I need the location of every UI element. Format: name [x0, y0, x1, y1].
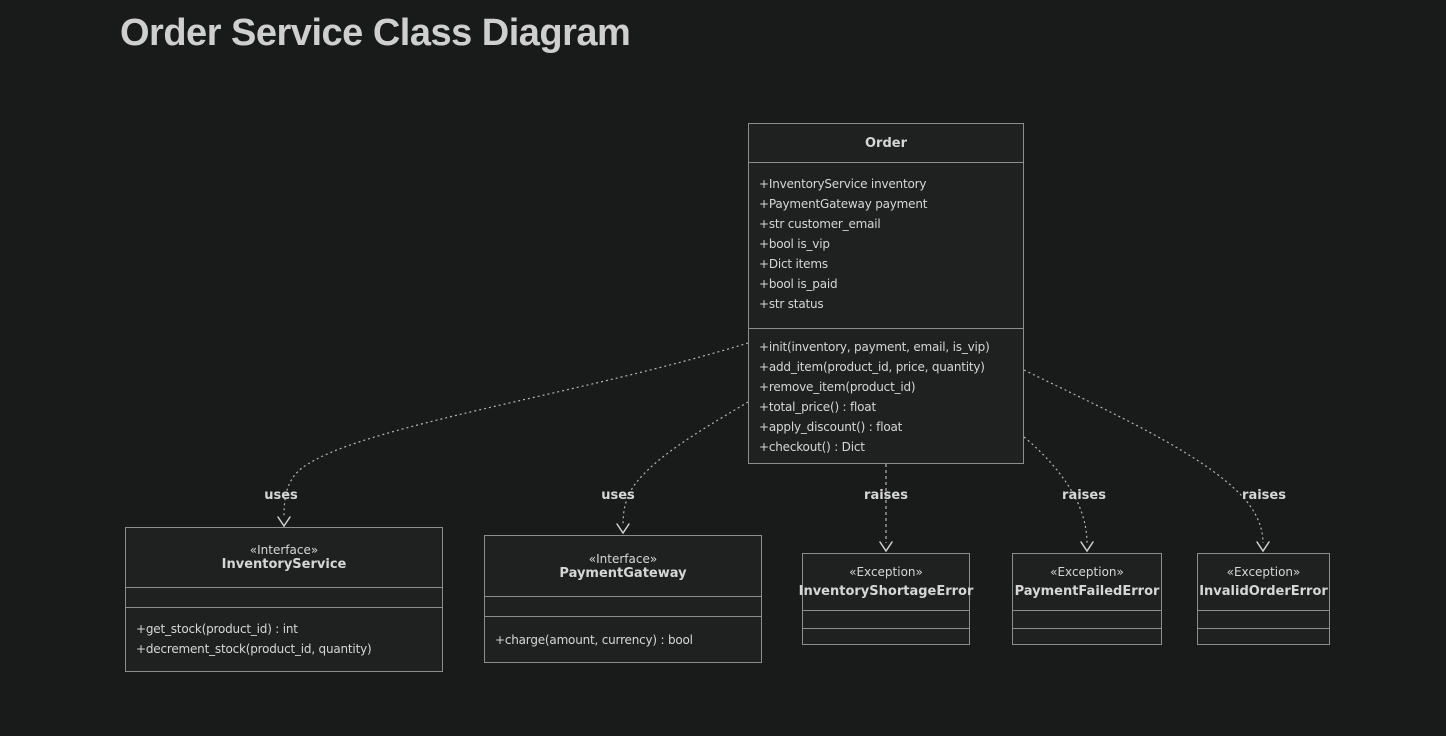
- edge-raises-invalid-order: [1023, 369, 1264, 544]
- method: +add_item(product_id, price, quantity): [759, 360, 985, 374]
- method: +total_price() : float: [759, 400, 876, 414]
- class-node-payment-gateway: «Interface» PaymentGateway +charge(amoun…: [484, 535, 762, 663]
- edge-label-uses-payment-gateway: uses: [601, 488, 635, 503]
- edge-raises-payment-failed: [1023, 436, 1088, 544]
- method: +remove_item(product_id): [759, 380, 916, 394]
- attribute: +bool is_vip: [759, 237, 830, 251]
- attribute: +bool is_paid: [759, 277, 838, 291]
- stereotype-label: «Interface»: [249, 543, 319, 557]
- class-name: InventoryService: [221, 557, 347, 572]
- method: +decrement_stock(product_id, quantity): [136, 642, 372, 656]
- class-name: PaymentFailedError: [1014, 584, 1160, 599]
- method: +init(inventory, payment, email, is_vip): [759, 340, 990, 354]
- attribute: +str status: [759, 297, 824, 311]
- edge-label-raises-invalid-order: raises: [1242, 488, 1286, 503]
- stereotype-label: «Exception»: [849, 565, 923, 579]
- methods-section: +charge(amount, currency) : bool: [485, 616, 761, 662]
- attributes-section-empty: [803, 610, 969, 628]
- class-name: InventoryShortageError: [798, 584, 974, 599]
- methods-section-empty: [1013, 628, 1161, 644]
- arrowhead-icon: [1256, 541, 1270, 553]
- class-name: Order: [865, 135, 907, 151]
- class-node-inventory-shortage-error: «Exception» InventoryShortageError: [799, 553, 974, 645]
- edge-label-uses-inventory-service: uses: [264, 488, 298, 503]
- attributes-section-empty: [1013, 610, 1161, 628]
- class-title-payment-gateway: «Interface» PaymentGateway: [485, 536, 761, 596]
- attributes-section: +InventoryService inventory +PaymentGate…: [749, 162, 1023, 328]
- class-title-payment-failed-error: «Exception» PaymentFailedError: [1013, 554, 1161, 610]
- attribute: +Dict items: [759, 257, 828, 271]
- attribute: +str customer_email: [759, 217, 881, 231]
- class-name: InvalidOrderError: [1199, 584, 1328, 599]
- class-node-inventory-service: «Interface» InventoryService +get_stock(…: [125, 527, 443, 672]
- methods-section-empty: [803, 628, 969, 644]
- class-name: PaymentGateway: [559, 565, 687, 581]
- edge-label-raises-inventory-shortage: raises: [864, 488, 908, 503]
- class-title-invalid-order-error: «Exception» InvalidOrderError: [1198, 554, 1329, 610]
- class-node-invalid-order-error: «Exception» InvalidOrderError: [1197, 553, 1330, 645]
- stereotype-label: «Exception»: [1226, 565, 1301, 579]
- arrowhead-icon: [879, 541, 893, 553]
- class-title-inventory-service: «Interface» InventoryService: [126, 528, 442, 587]
- method: +apply_discount() : float: [759, 420, 903, 434]
- edge-label-raises-payment-failed: raises: [1062, 488, 1106, 503]
- arrowhead-icon: [616, 523, 630, 535]
- diagram-title: Order Service Class Diagram: [120, 12, 631, 54]
- class-title-inventory-shortage-error: «Exception» InventoryShortageError: [799, 554, 974, 610]
- method: +charge(amount, currency) : bool: [495, 633, 693, 647]
- stereotype-label: «Interface»: [588, 551, 658, 566]
- class-title-order: Order: [749, 124, 1023, 162]
- attributes-section-empty: [485, 596, 761, 616]
- method: +checkout() : Dict: [759, 440, 865, 454]
- methods-section-empty: [1198, 628, 1329, 644]
- methods-section: +get_stock(product_id) : int +decrement_…: [126, 607, 442, 671]
- class-node-order: Order +InventoryService inventory +Payme…: [748, 123, 1024, 464]
- attribute: +PaymentGateway payment: [759, 197, 928, 211]
- edge-uses-payment-gateway: [622, 401, 749, 525]
- attributes-section-empty: [1198, 610, 1329, 628]
- class-node-payment-failed-error: «Exception» PaymentFailedError: [1012, 553, 1162, 645]
- stereotype-label: «Exception»: [1050, 565, 1124, 579]
- method: +get_stock(product_id) : int: [136, 622, 298, 636]
- arrowhead-icon: [277, 516, 291, 528]
- attributes-section-empty: [126, 587, 442, 607]
- arrowhead-icon: [1080, 541, 1094, 553]
- methods-section: +init(inventory, payment, email, is_vip)…: [749, 328, 1023, 463]
- edge-uses-inventory-service: [283, 342, 749, 517]
- attribute: +InventoryService inventory: [759, 177, 927, 191]
